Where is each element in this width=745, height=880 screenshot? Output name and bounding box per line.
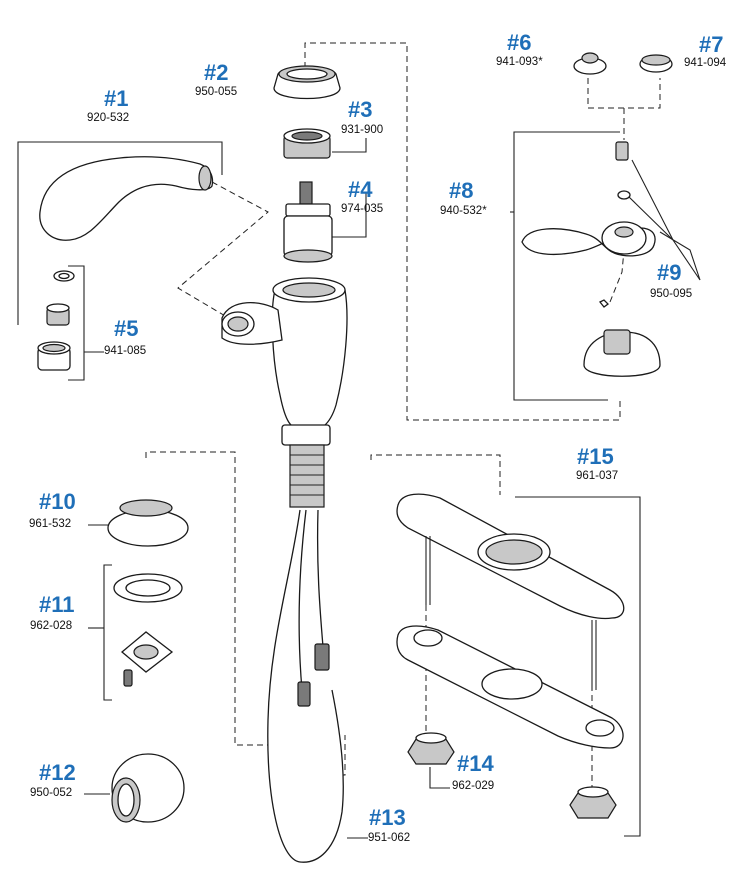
callout-7-number: #7 (699, 32, 724, 57)
callout-11-number: #11 (39, 592, 75, 617)
callout-12-number: #12 (39, 760, 76, 785)
callout-5-number: #5 (114, 316, 139, 341)
callout-3-number: #3 (348, 97, 373, 122)
pull-out-hose-part (267, 509, 344, 863)
cartridge-part (283, 181, 333, 263)
escutcheon-ring-part (107, 499, 189, 547)
deck-plate-part (396, 493, 625, 690)
callout-1-part-number: 920-532 (87, 112, 130, 124)
callout-8-number: #8 (449, 178, 474, 203)
callout-5-part-number: 941-085 (104, 345, 147, 357)
callout-14-number: #14 (457, 751, 494, 776)
callout-3-part-number: 931-900 (341, 124, 384, 136)
callout-4-part-number: 974-035 (341, 203, 384, 215)
gasket-and-plate-parts (113, 573, 183, 687)
callout-15-part-number: 961-037 (576, 470, 619, 482)
callout-12-part-number: 950-052 (30, 787, 73, 799)
callout-2-part-number: 950-055 (195, 86, 238, 98)
callout-6-number: #6 (507, 30, 532, 55)
leader-lines (17, 131, 701, 839)
callout-2-number: #2 (204, 60, 229, 85)
handle-button-parts (573, 52, 673, 75)
assembly-guide-lines (145, 42, 661, 795)
faucet-body-part (221, 277, 348, 508)
hose-weight-part (111, 753, 185, 823)
callout-8-part-number: 940-532* (440, 205, 487, 217)
callout-6-part-number: 941-093* (496, 56, 543, 68)
aerator-parts (37, 270, 75, 371)
callout-13-number: #13 (369, 805, 406, 830)
callout-14-part-number: 962-029 (452, 780, 495, 792)
callout-1-number: #1 (104, 86, 129, 111)
callout-9-number: #9 (657, 260, 682, 285)
mounting-nut-parts (407, 732, 617, 819)
handle-assembly-part (521, 141, 661, 377)
callout-15-number: #15 (577, 444, 614, 469)
callout-9-part-number: 950-095 (650, 288, 693, 300)
callout-11-part-number: 962-028 (30, 620, 73, 632)
cap-part (273, 65, 341, 100)
deck-gasket-part (396, 625, 624, 749)
spout-part (39, 156, 214, 241)
callout-4-number: #4 (348, 177, 373, 202)
bonnet-nut-part (283, 128, 331, 159)
callout-10-part-number: 961-532 (29, 518, 72, 530)
callout-10-number: #10 (39, 489, 76, 514)
callout-13-part-number: 951-062 (368, 832, 411, 844)
callout-7-part-number: 941-094 (684, 57, 727, 69)
